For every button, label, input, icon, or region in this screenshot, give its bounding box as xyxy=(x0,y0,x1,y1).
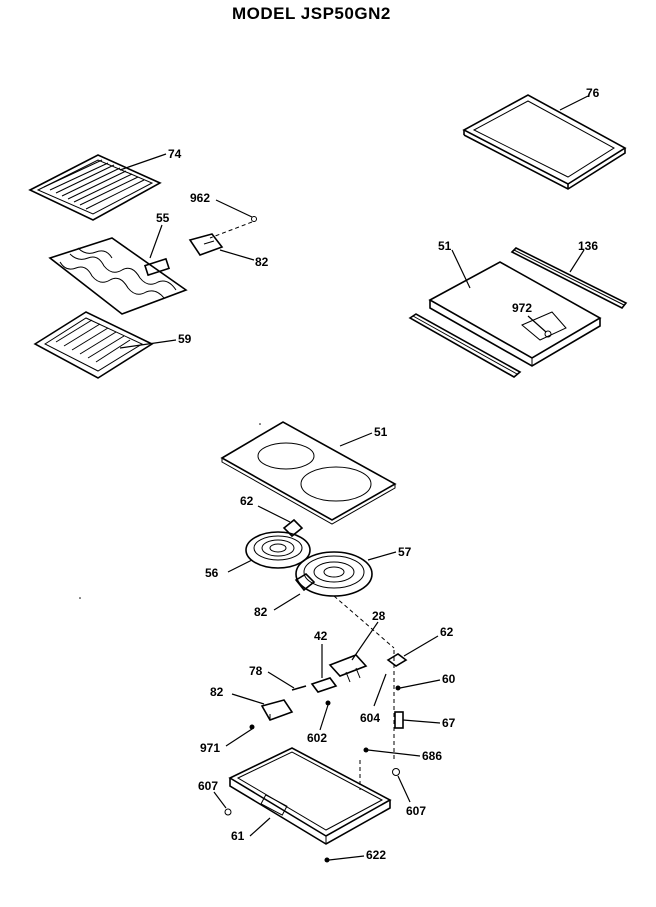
receptacle-82-top xyxy=(188,233,224,256)
callout-971: 971 xyxy=(200,741,220,755)
callout-622: 622 xyxy=(366,848,386,862)
callout-607-left: 607 xyxy=(198,779,218,793)
callout-607-right: 607 xyxy=(406,804,426,818)
shaft-67 xyxy=(394,711,404,729)
callout-28: 28 xyxy=(372,609,386,623)
tray-76 xyxy=(462,94,627,190)
callout-51-glass: 51 xyxy=(374,425,388,439)
bracket-42 xyxy=(310,677,338,693)
callout-82-mid: 82 xyxy=(254,605,268,619)
screw-607-right xyxy=(392,768,400,776)
callout-78: 78 xyxy=(249,664,263,678)
oven-rack-74 xyxy=(28,154,162,221)
spring-60 xyxy=(395,685,401,691)
callout-51-drawer: 51 xyxy=(438,239,452,253)
callout-62-lower: 62 xyxy=(440,625,454,639)
callout-76: 76 xyxy=(586,86,600,100)
callout-686: 686 xyxy=(422,749,442,763)
callout-67: 67 xyxy=(442,716,456,730)
surface-unit-57 xyxy=(294,551,373,597)
pan-61 xyxy=(228,747,392,845)
bracket-28 xyxy=(328,654,368,683)
screw-607-left xyxy=(224,808,232,816)
cooktop-glass-51 xyxy=(220,421,397,525)
receptacle-82-bottom xyxy=(260,699,294,721)
callout-74: 74 xyxy=(168,147,182,161)
callout-972: 972 xyxy=(512,301,532,315)
callout-602: 602 xyxy=(307,731,327,745)
callout-962: 962 xyxy=(190,191,210,205)
part-686 xyxy=(363,747,369,753)
bake-element-55 xyxy=(48,237,188,315)
knob-62 xyxy=(386,653,408,667)
screw-602 xyxy=(325,700,331,706)
callout-56: 56 xyxy=(205,566,219,580)
broiler-pan-59 xyxy=(33,311,154,379)
callout-61: 61 xyxy=(231,829,245,843)
drawer-panel-51 xyxy=(428,261,602,367)
callout-55: 55 xyxy=(156,211,170,225)
callout-62-upper: 62 xyxy=(240,494,254,508)
callout-59: 59 xyxy=(178,332,192,346)
callout-57: 57 xyxy=(398,545,412,559)
callout-60: 60 xyxy=(442,672,456,686)
callout-82-bottom: 82 xyxy=(210,685,224,699)
drawer-rail-136 xyxy=(510,247,628,310)
callout-42: 42 xyxy=(314,629,328,643)
clip-78 xyxy=(291,685,307,691)
callout-604: 604 xyxy=(360,711,380,725)
drawer-rail-lower xyxy=(408,313,522,378)
screw-971 xyxy=(249,724,255,730)
page-title: MODEL JSP50GN2 xyxy=(232,4,391,23)
callout-136: 136 xyxy=(578,239,598,253)
callout-82-top: 82 xyxy=(255,255,269,269)
screw-962 xyxy=(251,216,257,222)
surface-unit-56 xyxy=(245,518,311,569)
screw-622 xyxy=(324,857,330,863)
